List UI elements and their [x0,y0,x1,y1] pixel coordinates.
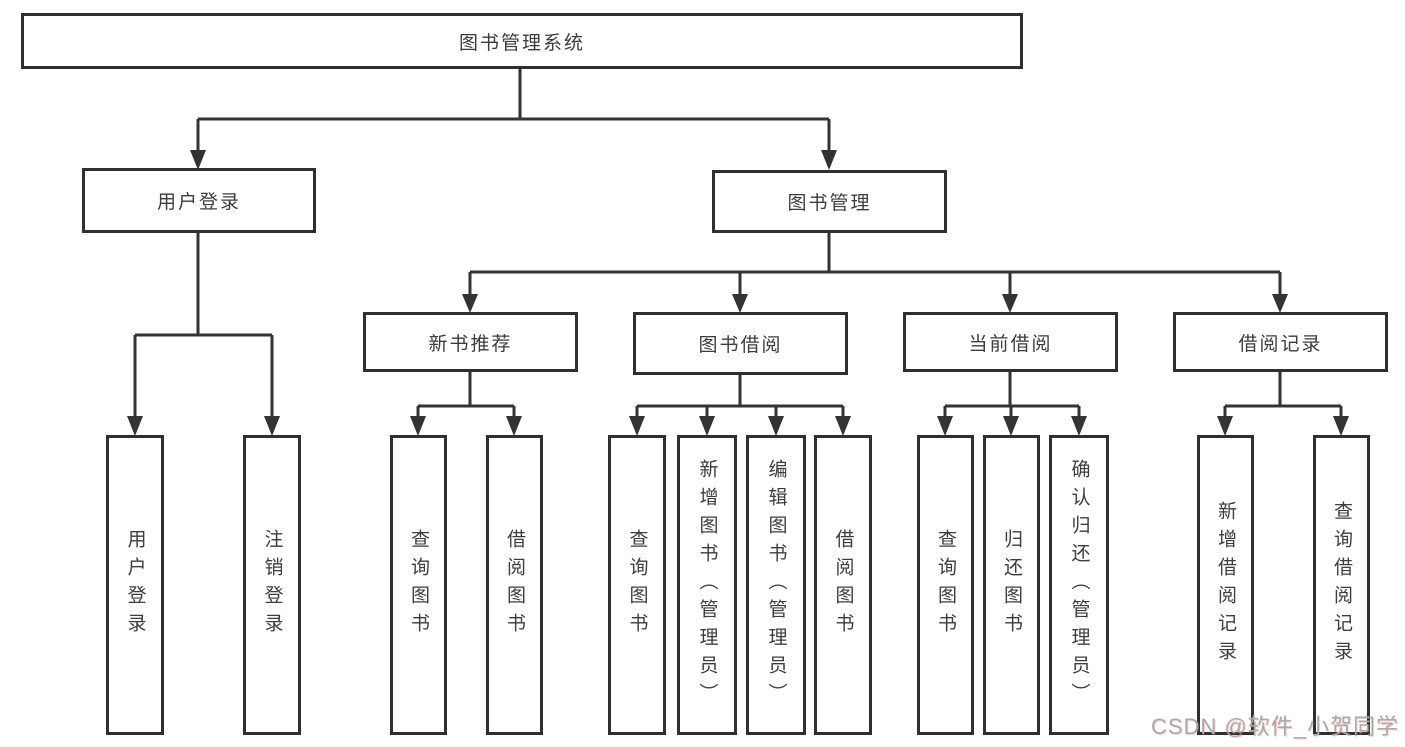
node-book-borrowing: 图书借阅 [633,312,848,375]
node-borrowing-records: 借阅记录 [1173,312,1388,372]
node-return-books: 归还图书 [983,435,1040,735]
node-book-management-system: 图书管理系统 [21,13,1023,69]
node-label: 查询图书 [626,529,648,641]
node-label: 新书推荐 [428,333,513,355]
node-user-login-action: 用户登录 [106,435,164,735]
arrowhead [699,416,715,436]
node-label: 新增图书（管理员） [696,459,718,711]
node-add-books-admin: 新增图书（管理员） [677,435,737,735]
node-book-management: 图书管理 [712,170,947,233]
node-confirm-return-admin: 确认归还（管理员） [1049,435,1109,735]
arrowhead [768,416,784,436]
arrowhead [410,416,426,436]
connector-newbook-to-children [416,372,516,424]
node-label: 借阅图书 [832,529,854,641]
node-new-book-recommendation: 新书推荐 [363,312,578,372]
arrowhead [462,294,478,313]
node-query-books-current: 查询图书 [917,435,974,735]
node-label: 归还图书 [1001,529,1022,641]
arrowhead [264,416,280,436]
arrowhead [1002,294,1018,313]
arrowhead [1217,416,1233,436]
node-label: 图书借阅 [698,335,783,356]
node-label: 图书管理 [787,193,872,214]
node-logout-action: 注销登录 [243,435,301,735]
node-borrow-books: 借阅图书 [814,435,872,735]
arrowhead [821,150,837,170]
node-label: 查询图书 [408,529,429,641]
node-label: 新增借阅记录 [1215,501,1236,669]
connector-userlogin-to-children [133,233,274,424]
arrowhead [190,150,206,170]
node-label: 用户登录 [124,529,146,641]
arrowhead [1071,416,1087,436]
node-label: 当前借阅 [968,333,1053,355]
node-label: 查询图书 [935,529,956,641]
node-user-login: 用户登录 [82,168,316,233]
node-label: 借阅记录 [1238,333,1323,355]
node-label: 用户登录 [156,192,241,213]
arrowhead [732,294,748,313]
node-query-books-recommend: 查询图书 [390,435,447,735]
node-label: 注销登录 [261,529,283,641]
node-current-borrowing: 当前借阅 [903,312,1118,372]
connector-current-to-children [943,372,1081,424]
connector-bookmgmt-to-level3 [468,233,1282,302]
watermark: CSDN @软件_小贺同学 [1150,714,1399,739]
connector-root-to-level2 [196,69,831,158]
node-label: 借阅图书 [504,529,525,641]
connector-borrow-to-children [635,375,845,424]
node-query-books-borrow: 查询图书 [608,435,666,735]
node-query-borrow-record: 查询借阅记录 [1313,435,1370,735]
arrowhead [937,416,953,436]
node-label: 图书管理系统 [458,32,585,54]
arrowhead [506,416,522,436]
connector-records-to-children [1223,372,1343,424]
node-label: 编辑图书（管理员） [765,459,787,711]
arrowhead [629,416,645,436]
node-add-borrow-record: 新增借阅记录 [1197,435,1254,735]
arrowhead [127,416,143,436]
arrowhead [1003,416,1019,436]
node-label: 确认归还（管理员） [1068,459,1090,711]
arrowhead [835,416,851,436]
node-borrow-books-recommend: 借阅图书 [486,435,543,735]
arrowhead [1272,294,1288,313]
node-edit-books-admin: 编辑图书（管理员） [746,435,806,735]
node-label: 查询借阅记录 [1331,501,1352,669]
arrowhead [1333,416,1349,436]
